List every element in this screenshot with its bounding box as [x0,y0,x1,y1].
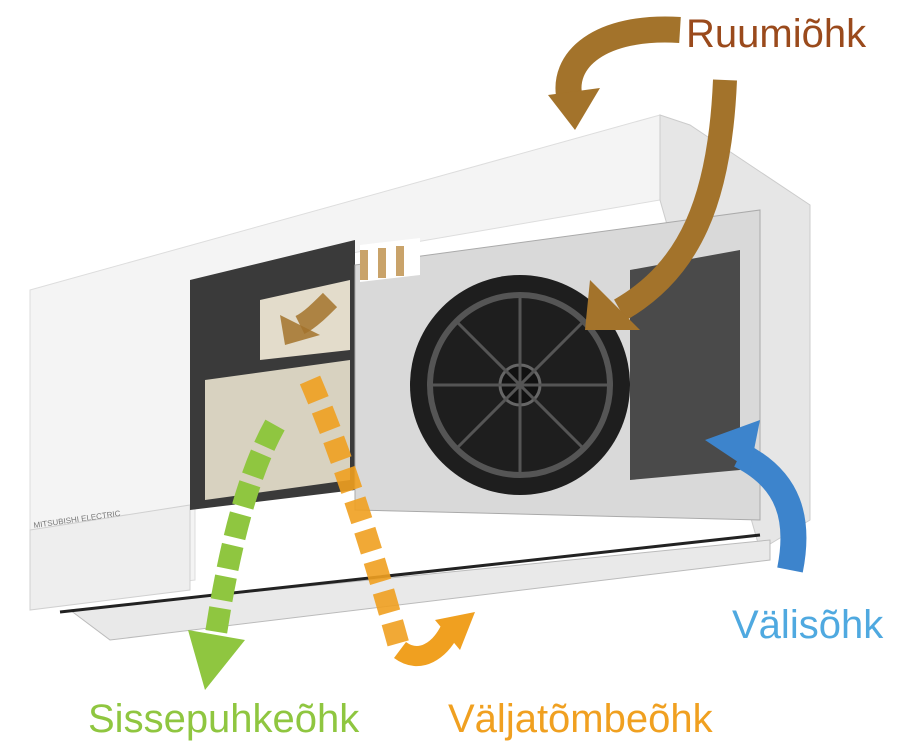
outdoor-air-arrow [705,420,807,573]
outdoor-air-label: Välisõhk [732,603,884,647]
exhaust-air-label: Väljatõmbeõhk [448,697,713,741]
room-air-arrow [280,16,737,345]
ventilation-unit: MITSUBISHI ELECTRIC [29,114,811,641]
exhaust-air-arrow [299,375,475,666]
room-air-label: Ruumiõhk [686,12,867,56]
supply-air-label: Sissepuhkeõhk [88,697,360,741]
supply-air-arrow [188,419,285,690]
